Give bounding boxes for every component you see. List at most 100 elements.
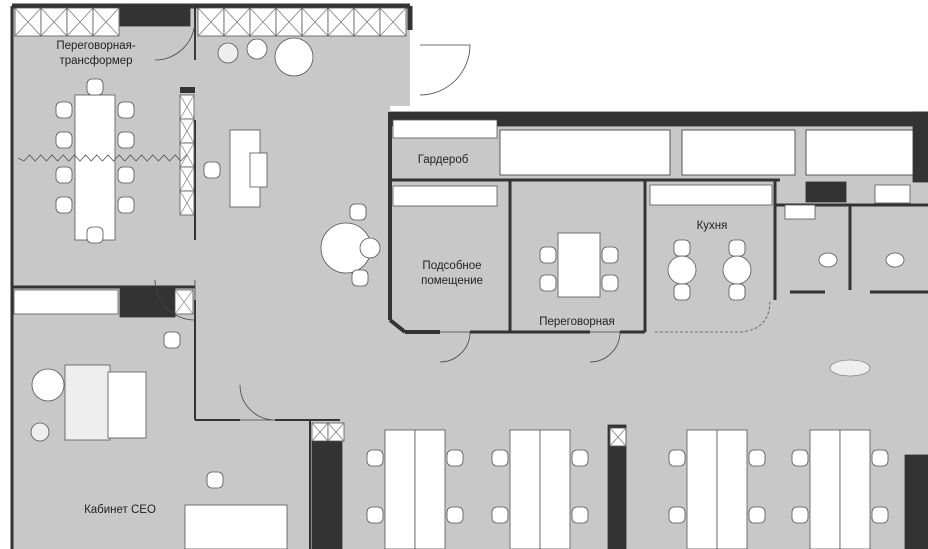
chair xyxy=(668,449,686,467)
toilet xyxy=(818,252,838,268)
cabinet-cross xyxy=(179,166,195,192)
side-table xyxy=(246,38,268,60)
workstation-desk xyxy=(839,429,871,549)
cabinet-cross xyxy=(301,7,329,37)
chair xyxy=(539,246,557,264)
cabinet-cross xyxy=(311,422,329,442)
chair xyxy=(366,506,384,524)
toilet xyxy=(885,252,905,268)
chair xyxy=(55,166,73,184)
chair xyxy=(668,506,686,524)
room-label-meeting: Переговорная xyxy=(539,316,615,328)
exterior-wall xyxy=(912,111,928,183)
chair xyxy=(86,226,104,244)
room-label-transformer-meeting: Переговорная- трансформер xyxy=(56,39,135,69)
ceo-desk xyxy=(184,504,288,549)
chair xyxy=(748,449,766,467)
chair xyxy=(55,101,73,119)
cabinet-cross xyxy=(275,7,303,37)
window-opening xyxy=(805,129,914,176)
meeting-table xyxy=(557,232,601,298)
room-label-wardrobe: Гардероб xyxy=(417,154,469,166)
workstation-desk xyxy=(539,429,571,549)
chair xyxy=(871,506,889,524)
plant xyxy=(829,359,871,377)
walls xyxy=(10,3,928,549)
column xyxy=(904,454,928,549)
chair xyxy=(117,131,135,149)
door-swing xyxy=(589,331,621,363)
furniture xyxy=(13,7,911,549)
stool xyxy=(359,237,381,259)
chair xyxy=(206,471,224,489)
plant xyxy=(217,42,239,64)
cabinet-cross xyxy=(327,422,345,442)
kitchen-counter xyxy=(649,184,773,206)
wardrobe-rail xyxy=(392,185,498,207)
cabinet-cross xyxy=(327,7,355,37)
chair xyxy=(673,283,691,301)
chair xyxy=(86,78,104,96)
cafe-table xyxy=(667,255,697,285)
chair xyxy=(728,239,746,257)
chair xyxy=(748,506,766,524)
chair xyxy=(791,506,809,524)
chair xyxy=(491,506,509,524)
chair xyxy=(117,101,135,119)
door-swing xyxy=(239,384,276,421)
door-swing xyxy=(154,19,196,61)
window-opening xyxy=(499,129,671,176)
kitchen-counter-edge xyxy=(655,299,771,333)
desk-return xyxy=(249,152,268,188)
chair xyxy=(571,506,589,524)
cabinet-cross xyxy=(14,7,42,37)
chair xyxy=(871,449,889,467)
column xyxy=(119,5,191,27)
cafe-table xyxy=(722,255,752,285)
workstation-desk xyxy=(686,429,718,549)
cabinet-cross xyxy=(40,7,68,37)
chair xyxy=(791,449,809,467)
door-swing xyxy=(419,44,471,96)
room-label-utility: Подсобное помещение xyxy=(421,259,483,289)
chair xyxy=(673,239,691,257)
cabinet-cross xyxy=(379,7,407,37)
sofa xyxy=(107,371,147,439)
cabinet-cross xyxy=(92,7,120,37)
chair xyxy=(163,331,181,349)
chair xyxy=(203,161,221,179)
chair xyxy=(571,449,589,467)
door-swing xyxy=(439,331,471,363)
cabinet-cross xyxy=(179,142,195,168)
workstation-desk xyxy=(716,429,748,549)
chair xyxy=(601,246,619,264)
workstation-desk xyxy=(809,429,841,549)
window-opening xyxy=(681,129,796,176)
sink xyxy=(874,184,911,204)
chair xyxy=(55,131,73,149)
cabinet-cross xyxy=(197,7,225,37)
column xyxy=(119,286,176,318)
door-swing xyxy=(154,279,196,321)
cabinet-cross xyxy=(609,427,627,447)
rug xyxy=(64,364,111,441)
chair xyxy=(349,203,367,221)
chair xyxy=(491,449,509,467)
movable-partition xyxy=(17,154,187,162)
cabinet-cross xyxy=(174,289,194,315)
chair xyxy=(601,274,619,292)
workstation-desk xyxy=(414,429,446,549)
chair xyxy=(446,506,464,524)
plant xyxy=(30,422,50,442)
cabinet-cross xyxy=(179,94,195,120)
wardrobe-rail xyxy=(392,119,498,139)
room-label-ceo-office: Кабинет CEO xyxy=(84,504,156,516)
cabinet-cross xyxy=(249,7,277,37)
column xyxy=(805,181,847,203)
armchair xyxy=(274,37,314,77)
chair xyxy=(351,269,369,287)
sink xyxy=(784,204,816,220)
cabinet-cross xyxy=(223,7,251,37)
workstation-desk xyxy=(509,429,541,549)
